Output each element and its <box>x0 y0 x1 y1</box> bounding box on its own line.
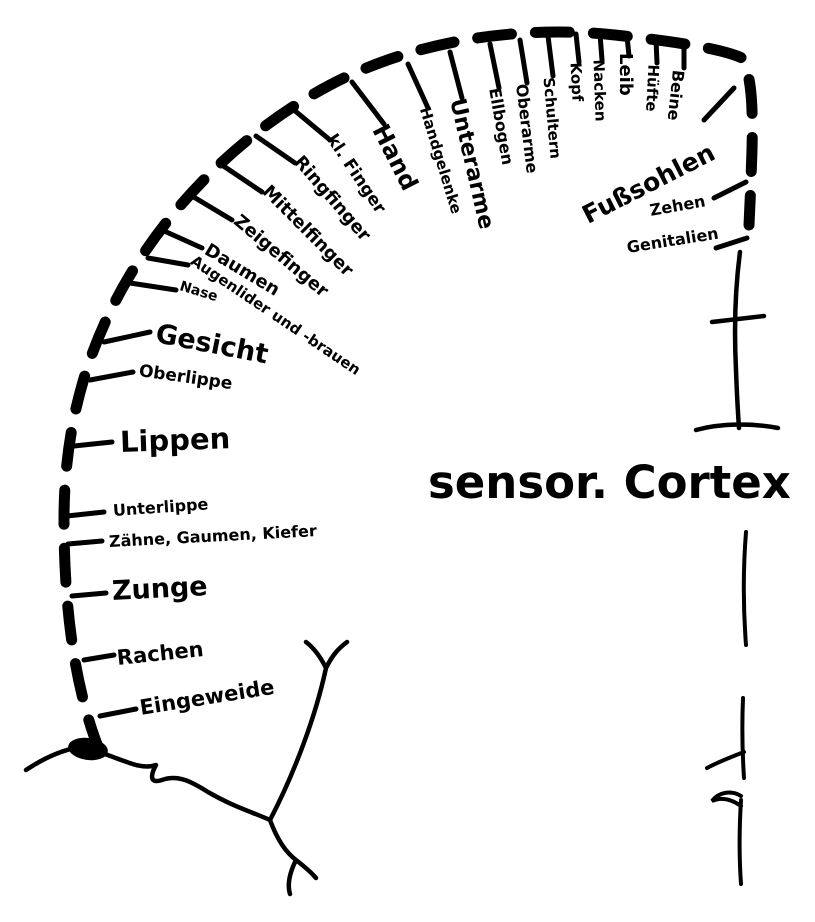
medial-line-branch <box>705 696 746 780</box>
label-zunge: Zunge <box>111 571 209 607</box>
label-lippen: Lippen <box>119 421 231 459</box>
medial-line-upper <box>693 249 781 433</box>
fissure-sketch <box>23 639 350 897</box>
label-leib: Leib <box>615 53 636 96</box>
diagram-title: sensor. Cortex <box>428 456 791 509</box>
tick-marks <box>64 31 750 719</box>
label-nacken: Nacken <box>589 59 610 122</box>
label-beine: Beine <box>663 69 688 122</box>
medial-line-middle <box>741 530 748 647</box>
label-huefte: Hüfte <box>642 64 663 113</box>
cortex-arc <box>58 26 758 758</box>
medial-line-hook <box>710 790 743 886</box>
label-kopf: Kopf <box>566 62 587 102</box>
fissure-blob <box>68 737 108 761</box>
